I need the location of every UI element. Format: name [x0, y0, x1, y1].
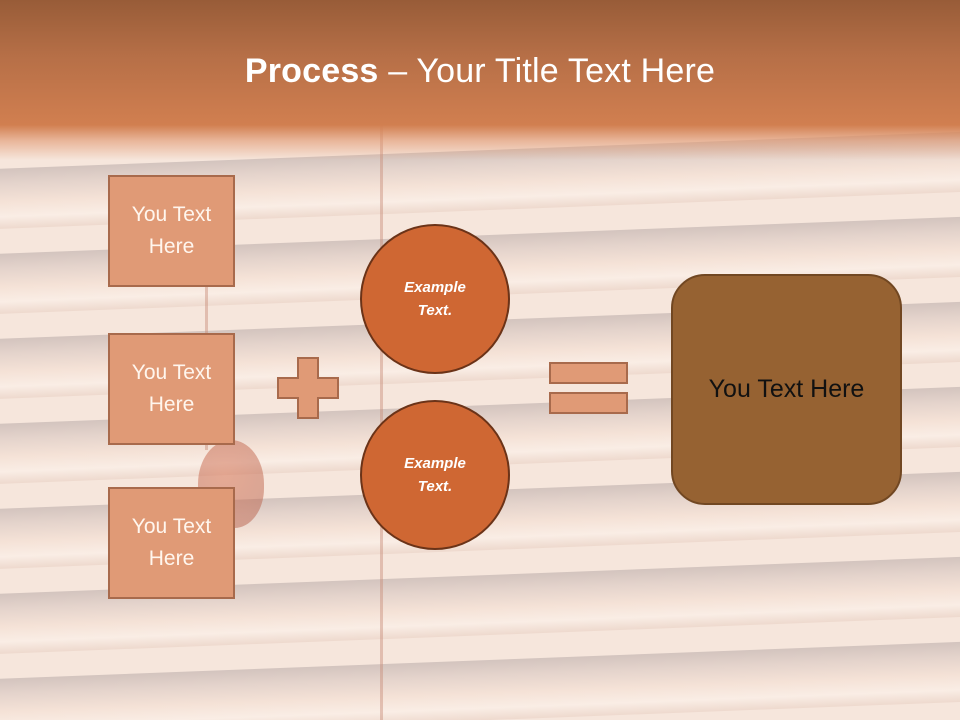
circle-label: Example Text. [404, 279, 466, 319]
input-box-label: You Text Here [131, 515, 212, 570]
circle-label: Example Text. [404, 455, 466, 495]
input-box-label: You Text Here [131, 203, 212, 258]
result-box[interactable]: You Text Here [671, 274, 902, 505]
equals-icon-bottom-bar[interactable] [549, 392, 628, 414]
blind-cord [380, 120, 383, 720]
input-box-2[interactable]: You Text Here [108, 333, 235, 445]
slide-title[interactable]: Process – Your Title Text Here [0, 52, 960, 91]
example-circle-1[interactable]: Example Text. [360, 224, 510, 374]
input-box-label: You Text Here [131, 361, 212, 416]
result-label: You Text Here [708, 375, 865, 403]
input-box-1[interactable]: You Text Here [108, 175, 235, 287]
example-circle-2[interactable]: Example Text. [360, 400, 510, 550]
title-band [0, 0, 960, 160]
blind-slat [0, 639, 960, 720]
input-box-3[interactable]: You Text Here [108, 487, 235, 599]
plus-icon[interactable] [277, 357, 339, 419]
title-bold: Process [244, 52, 379, 90]
title-rest: – Your Title Text Here [378, 52, 716, 90]
equals-icon-top-bar[interactable] [549, 362, 628, 384]
